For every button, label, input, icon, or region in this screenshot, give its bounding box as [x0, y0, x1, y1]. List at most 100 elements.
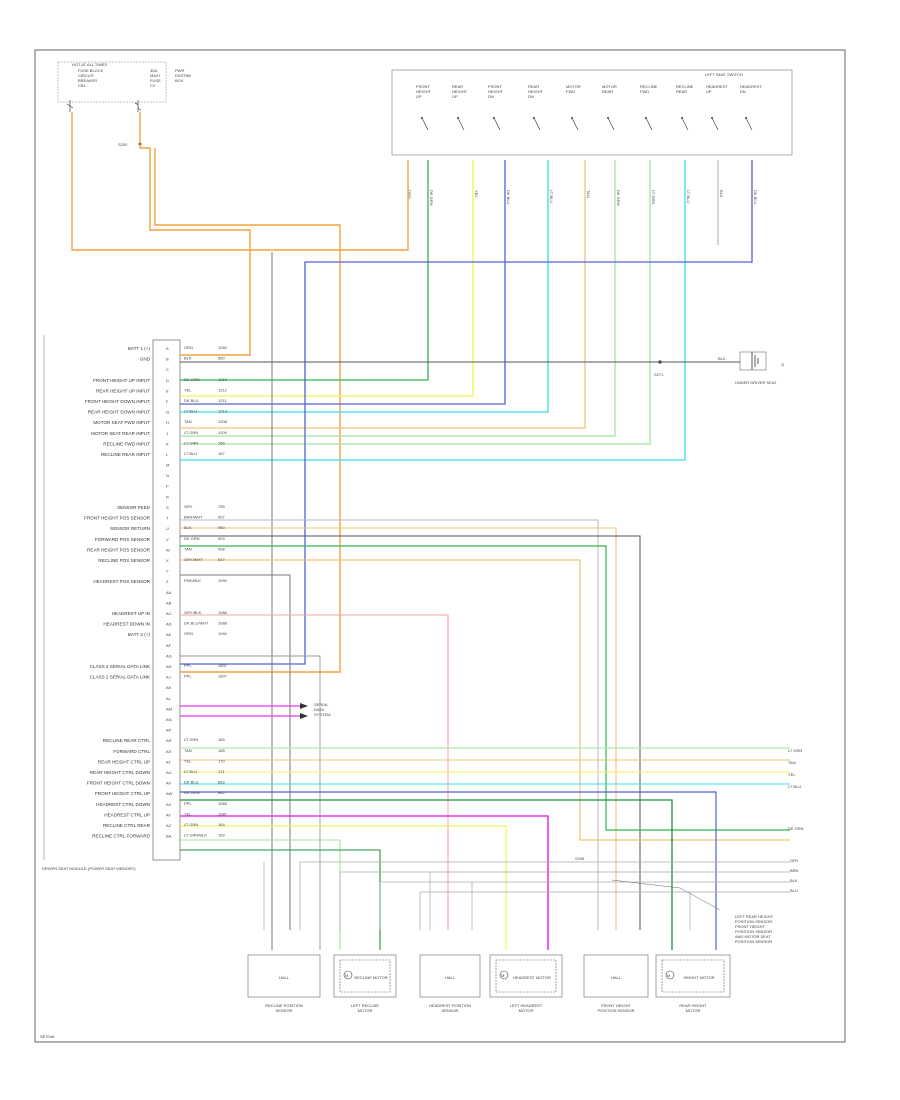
switch-contact-icon	[533, 117, 541, 131]
module-row-label: REAR HEIGHT DOWN INPUT	[88, 410, 150, 415]
motor-letter: M	[501, 973, 504, 978]
module-row-circuit: 1210	[218, 377, 228, 382]
switch-label-2: REAR	[452, 84, 463, 89]
module-row-pin: AR	[166, 738, 172, 743]
switch-wire-label: DK GRN	[616, 190, 621, 206]
module-row-circuit: 170	[218, 758, 225, 763]
switch-label-7: RECLINE	[640, 84, 658, 89]
wire-front-pos-sensor	[180, 527, 617, 930]
switch-wire-label: LT GRN	[651, 190, 656, 204]
module-row-pin: AS	[166, 749, 172, 754]
switch-contact-icon	[745, 117, 753, 131]
module-row: AP	[166, 728, 172, 733]
arrow-right-icon	[300, 703, 308, 709]
module-row-label: REAR HEIGHT CTRL DOWN	[90, 770, 150, 775]
splice-s271: S271	[654, 372, 664, 377]
fuse-label-4: C2	[150, 83, 156, 88]
module-row-circuit: 903	[218, 536, 225, 541]
sensor-note-line: AND MOTOR SEAT	[735, 934, 771, 939]
module-row-pin: AC	[166, 611, 172, 616]
module-row-circuit: 1040	[218, 631, 228, 636]
component-inner-label: HEADREST MOTOR	[513, 975, 551, 980]
module-row-pin: S	[166, 505, 169, 510]
ground-wire-label: BLK	[718, 356, 726, 361]
right-label-3: YEL	[788, 772, 796, 777]
module-row-circuit: 1807	[218, 663, 228, 668]
fuse-block-sub-2: CIRCUIT	[78, 73, 95, 78]
module-row-pin: H	[166, 420, 169, 425]
module-row-pin: AV	[166, 781, 171, 786]
module-row: N	[166, 473, 169, 478]
module-row-label: BATT 2 (+)	[128, 632, 151, 637]
switch-label-2: HEIGHT	[452, 89, 468, 94]
module-row-circuit: 517	[218, 557, 225, 562]
switch-wire-label: YEL	[474, 190, 479, 198]
switch-contact-icon	[457, 117, 465, 131]
wire-front-height-up	[180, 160, 429, 381]
right-label-9: BLU	[790, 888, 798, 893]
switch-label-9: HEADREST	[706, 84, 728, 89]
serial-ref-3: SYSTEM	[314, 712, 330, 717]
wire-orange-batt	[71, 112, 409, 251]
module-row-label: FRONT HEIGHT POS SENSOR	[84, 516, 151, 521]
module-row-pin: R	[166, 494, 169, 499]
module-row-label: HEADREST UP IN	[112, 611, 150, 616]
module-row-label: RECLINE REAR CTRL	[103, 738, 151, 743]
module-row-label: HEADREST POS SENSOR	[93, 579, 150, 584]
arrow-right-icon-2	[300, 713, 308, 719]
module-row-pin: AK	[166, 685, 172, 690]
module-row-wire: BRN/WHT	[184, 515, 203, 520]
sensor-note-line: FRONT HEIGHT	[735, 924, 765, 929]
module-row-pin: AU	[166, 770, 172, 775]
switch-pivot-icon	[457, 117, 459, 119]
component-name: RECLINE POSITION	[265, 1003, 303, 1008]
switch-pivot-icon	[533, 117, 535, 119]
switch-label-4: HEIGHT	[528, 89, 544, 94]
wire-rear-height-dn	[180, 160, 549, 413]
module-row-pin: AT	[166, 759, 171, 764]
module-row-circuit: 168	[218, 748, 225, 753]
switch-label-10: DN	[740, 89, 746, 94]
module-row-wire: LT BLU	[184, 451, 197, 456]
module-row-label: RECLINE FWD INPUT	[103, 441, 150, 446]
module-row-wire: PPL	[184, 674, 192, 679]
module-row: AB	[166, 600, 172, 605]
fuse-block-title: HOT AT ALL TIMES	[72, 62, 107, 67]
module-row-wire: TAN	[184, 419, 192, 424]
module-row-circuit: 907	[218, 515, 225, 520]
module-row-pin: AJ	[166, 675, 171, 680]
module-row-wire: DK BLU/WHT	[184, 621, 209, 626]
module-row: AF	[166, 643, 172, 648]
module-row-label: SENSOR RETURN	[110, 526, 150, 531]
module-row-pin: AL	[166, 696, 172, 701]
component-inner-label: HEIGHT MOTOR	[684, 975, 715, 980]
switch-wire-label: LT BLU	[686, 190, 691, 203]
wire-sensor-feed	[180, 519, 599, 930]
fuse-box-3: BOX	[175, 78, 184, 83]
module-row-wire: LT BLU	[184, 769, 197, 774]
module-row-label: CLASS 2 SERIAL DATA LINK	[90, 664, 151, 669]
module-row: AM	[166, 706, 172, 711]
switch-label-4: DN	[528, 94, 534, 99]
module-row-pin: AH	[166, 664, 172, 669]
switch-contact-icon	[681, 117, 689, 131]
wire-recline-ctrl-fwd	[180, 849, 381, 950]
switch-pivot-icon	[681, 117, 683, 119]
module-row-pin: Y	[166, 569, 169, 574]
module-row-wire: PNK/BLK	[184, 578, 201, 583]
module-row-pin: D	[166, 378, 169, 383]
module-row-wire: BLK	[184, 525, 192, 530]
module-label: DRIVER SEAT MODULE (POWER SEAT MEMORY)	[42, 866, 136, 871]
right-label-6: GRY	[790, 858, 799, 863]
